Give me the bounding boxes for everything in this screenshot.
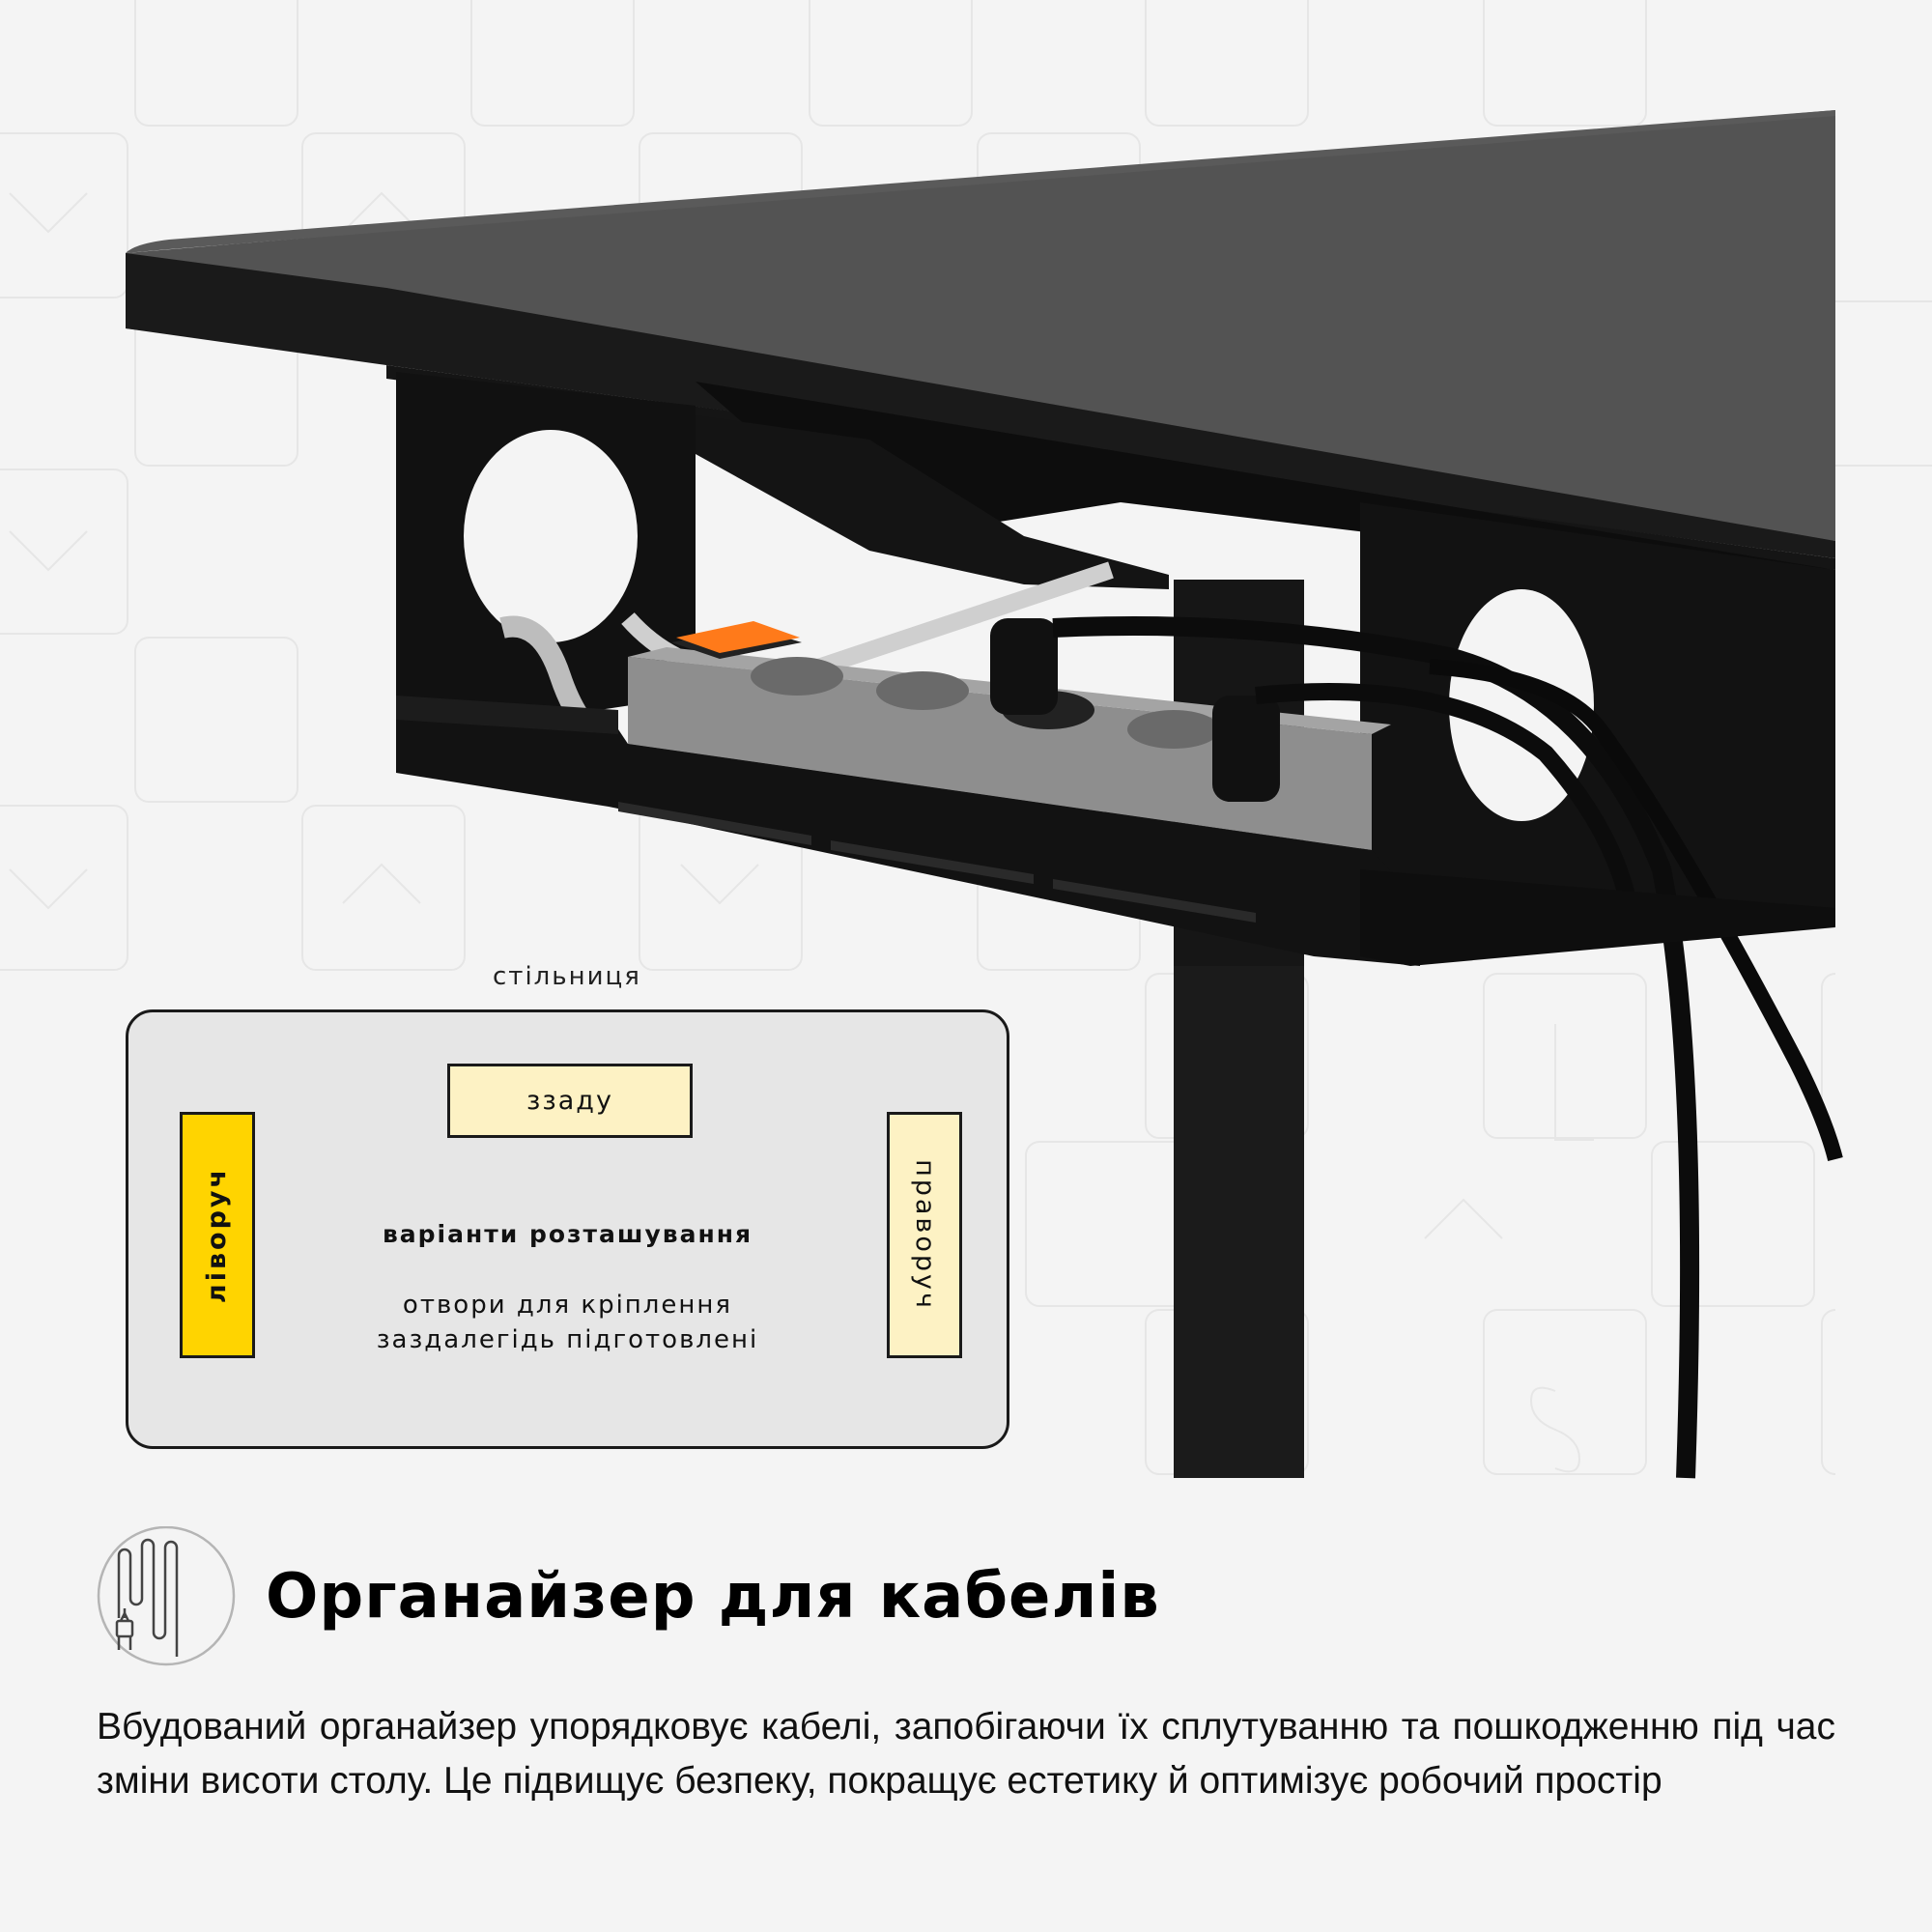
subtitle-line-1: отвори для кріплення — [402, 1291, 733, 1320]
position-right-option: праворуч — [887, 1112, 962, 1358]
placement-options-title: варіанти розташування — [382, 1220, 753, 1248]
product-image-desk-cable-organizer — [126, 110, 1843, 1479]
feature-description: Вбудований органайзер упорядковує кабелі… — [97, 1706, 1835, 1802]
tabletop-label: стільниця — [493, 962, 641, 991]
feature-title: Органайзер для кабелів — [266, 1560, 1160, 1633]
feature-heading-row: Органайзер для кабелів — [97, 1526, 1160, 1666]
placement-diagram: ззаду ліворуч праворуч варіанти розташув… — [126, 1009, 1009, 1449]
power-strip — [628, 657, 1372, 850]
position-left-option: ліворуч — [180, 1112, 255, 1358]
position-back-option: ззаду — [447, 1064, 693, 1138]
subtitle-line-2: заздалегідь підготовлені — [376, 1325, 759, 1354]
placement-options-subtitle: отвори для кріплення заздалегідь підгото… — [128, 1288, 1007, 1357]
tabletop-edge — [126, 253, 1835, 558]
cable-plug-icon — [97, 1526, 236, 1666]
position-back-label: ззаду — [526, 1086, 613, 1116]
